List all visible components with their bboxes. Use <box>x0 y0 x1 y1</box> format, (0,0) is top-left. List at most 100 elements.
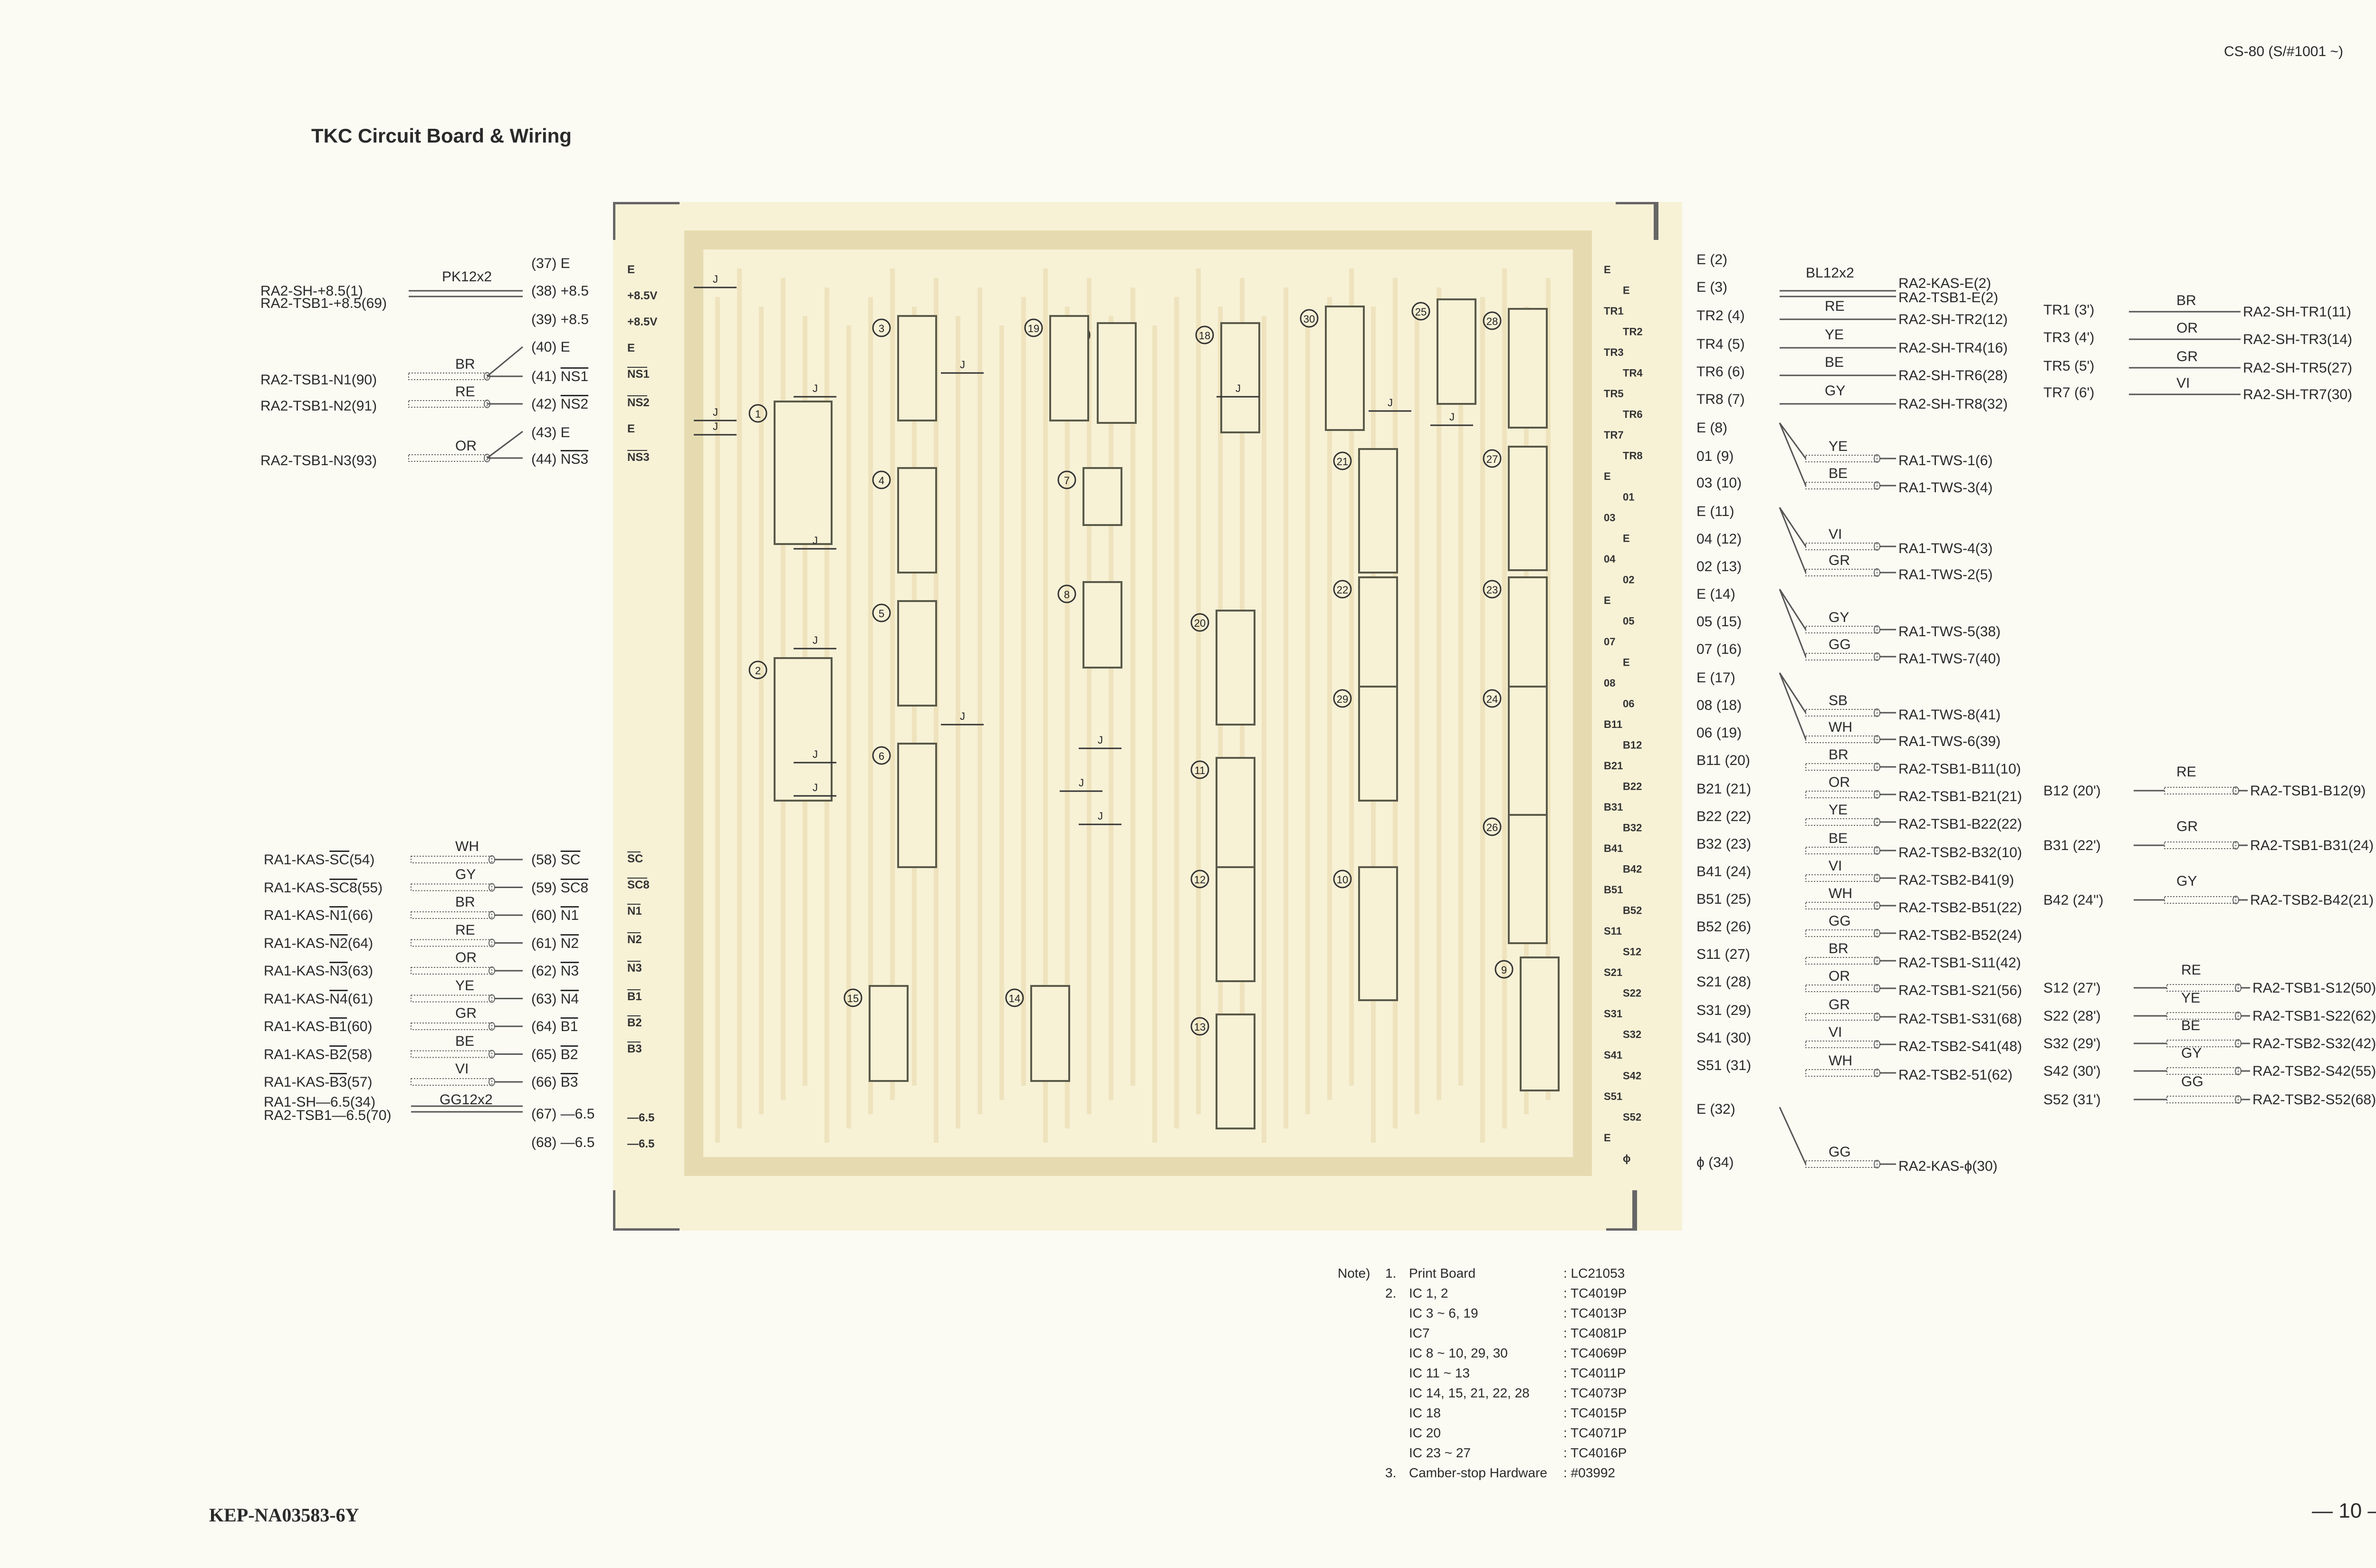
jumper-label: J <box>713 421 718 432</box>
board-edge-label: TR8 <box>1623 450 1643 462</box>
pin-label: (59) SC8 <box>531 880 589 896</box>
notes-prefix: Note) <box>1338 1266 1370 1281</box>
pin-label: TR7 (6') <box>2043 385 2095 401</box>
destination-label: RA2-TSB1-B31(24) <box>2250 838 2374 853</box>
destination-label: RA1-TWS-5(38) <box>1898 624 2001 640</box>
pin-label: B51 (25) <box>1696 891 1752 907</box>
note-item: IC7 <box>1409 1326 1430 1340</box>
jumper-label: J <box>1098 734 1103 746</box>
ic-number: 15 <box>847 993 859 1004</box>
ic-chip <box>897 467 937 574</box>
pin-label: B21 (21) <box>1696 781 1752 797</box>
destination-label: RA2-TSB1-B11(10) <box>1898 761 2021 777</box>
pin-label: (67) —6.5 <box>531 1106 595 1122</box>
pin-label: E (8) <box>1696 420 1728 436</box>
board-edge-label: S21 <box>1604 966 1622 978</box>
source-label: RA2-TSB1-+8.5(69) <box>260 296 387 311</box>
jumper-label: J <box>960 710 965 722</box>
wire-color-label: BR <box>1829 747 1849 763</box>
wire-color-label: BE <box>1829 466 1848 481</box>
wire-color-label: VI <box>2176 375 2190 391</box>
jumper-label: J <box>713 273 718 285</box>
ic-chip <box>774 657 833 802</box>
ic-chip <box>1049 315 1089 421</box>
ic-chip <box>1216 866 1255 982</box>
note-value: : TC4011P <box>1563 1366 1626 1380</box>
pin-label: B31 (22') <box>2043 838 2101 853</box>
ic-chip <box>1358 448 1398 574</box>
note-value: : LC21053 <box>1563 1266 1625 1281</box>
ic-chip <box>1030 985 1070 1082</box>
wire-line <box>1779 422 1807 459</box>
shielded-wire <box>1805 874 1878 882</box>
shielded-wire <box>2166 984 2239 992</box>
shielded-wire <box>2166 1096 2239 1103</box>
pin-label: (62) N3 <box>531 963 579 979</box>
ic-number-circle <box>843 988 862 1007</box>
wire-line <box>1779 507 1807 573</box>
jumper-label: J <box>813 382 818 394</box>
pin-label: TR2 (4) <box>1696 308 1745 324</box>
ic-number-circle <box>1483 449 1502 468</box>
pin-label: 05 (15) <box>1696 614 1742 630</box>
document-code: KEP-NA03583-6Y <box>209 1504 359 1526</box>
ic-number-circle <box>1057 470 1076 489</box>
jumper-label: J <box>813 782 818 794</box>
shield-end <box>1874 790 1880 799</box>
ic-number: 28 <box>1486 316 1498 327</box>
wire-color-label: YE <box>2181 990 2201 1006</box>
destination-label: RA2-SH-TR6(28) <box>1898 368 2008 383</box>
ic-number-circle <box>1300 309 1319 328</box>
ic-number: 12 <box>1194 874 1206 886</box>
wire-color-label: GY <box>1825 383 1846 399</box>
ic-number-circle <box>748 660 767 679</box>
ic-number: 22 <box>1337 584 1348 596</box>
board-edge-label: N1 <box>627 905 642 918</box>
ic-number-circle <box>872 470 891 489</box>
ic-number: 1 <box>755 408 761 420</box>
shielded-wire <box>1805 985 1878 992</box>
wire-color-label: GG <box>2181 1074 2204 1090</box>
wire-color-label: BR <box>1829 941 1849 956</box>
shielded-wire <box>1805 569 1878 576</box>
shield-end <box>2235 1012 2242 1020</box>
source-label: RA2-TSB1—6.5(70) <box>264 1108 392 1123</box>
destination-label: RA2-TSB2-B41(9) <box>1898 872 2014 888</box>
pin-label: (42) NS2 <box>531 396 589 412</box>
ic-chip <box>1508 576 1548 702</box>
note-value: : TC4069P <box>1563 1346 1627 1360</box>
destination-label: RA2-KAS-E(2) <box>1898 276 1992 291</box>
wire-line <box>1779 672 1807 713</box>
shielded-wire <box>1805 1013 1878 1021</box>
board-edge-label: E <box>627 263 635 276</box>
shielded-wire <box>411 1023 492 1030</box>
shielded-wire <box>411 856 492 863</box>
shield-end <box>1874 454 1880 463</box>
pin-label: TR4 (5) <box>1696 336 1745 352</box>
shielded-wire <box>1805 543 1878 550</box>
shield-end <box>489 883 495 892</box>
board-edge-label: NS1 <box>627 368 650 381</box>
shield-end <box>1874 481 1880 490</box>
board-edge-label: 02 <box>1623 574 1634 586</box>
wire-color-label: BE <box>1825 354 1844 370</box>
ic-chip <box>1097 322 1137 424</box>
board-edge-label: B31 <box>1604 801 1623 813</box>
pin-label: 03 (10) <box>1696 475 1742 491</box>
ic-number-circle <box>1190 760 1209 779</box>
wire-color-label: WH <box>455 839 479 854</box>
destination-label: RA1-TWS-2(5) <box>1898 567 1993 583</box>
pin-label: 07 (16) <box>1696 641 1742 657</box>
source-label: RA1-KAS-B3(57) <box>264 1074 373 1090</box>
shielded-wire <box>408 400 488 408</box>
note-number: 3. <box>1385 1465 1397 1480</box>
destination-label: RA2-TSB2-B52(24) <box>1898 927 2022 943</box>
jumper-label: J <box>813 535 818 546</box>
ic-number-circle <box>1483 689 1502 708</box>
jumper-label: J <box>1098 810 1103 822</box>
wire-color-label: GR <box>455 1005 477 1021</box>
shield-end <box>2232 786 2239 795</box>
wire-color-label: GY <box>1829 610 1849 625</box>
board-edge-label: 01 <box>1623 491 1634 503</box>
cable-label: BL12x2 <box>1806 265 1854 281</box>
